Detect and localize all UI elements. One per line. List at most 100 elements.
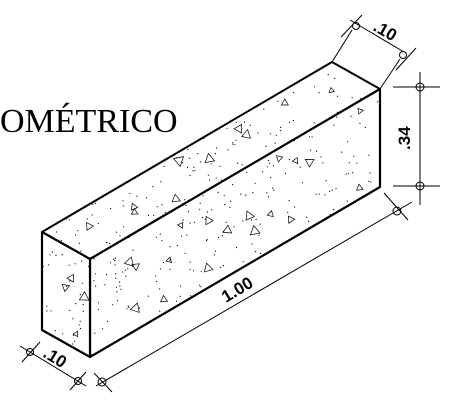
texture-dot <box>94 332 96 334</box>
texture-dot <box>159 288 161 290</box>
texture-dot <box>202 195 204 197</box>
texture-dot <box>89 306 91 308</box>
texture-dot <box>333 209 335 211</box>
texture-dot <box>152 186 154 188</box>
texture-dot <box>308 220 310 222</box>
texture-dot <box>115 286 118 288</box>
texture-dot <box>262 171 264 173</box>
texture-dot <box>318 193 320 195</box>
texture-aggregate <box>304 159 315 168</box>
texture-dot <box>97 302 99 304</box>
texture-dot <box>145 197 148 199</box>
texture-dot <box>250 219 252 221</box>
texture-dot <box>122 271 124 273</box>
texture-dot <box>114 257 116 259</box>
texture-dot <box>169 246 171 248</box>
texture-dot <box>279 147 281 150</box>
texture-dot <box>136 195 138 197</box>
texture-dot <box>199 161 202 163</box>
texture-aggregate <box>233 123 243 134</box>
texture-aggregate <box>240 129 252 139</box>
texture-aggregate <box>172 156 185 167</box>
texture-dot <box>360 97 362 100</box>
texture-dot <box>185 204 187 207</box>
texture-dot <box>230 200 232 202</box>
texture-dot <box>346 200 348 202</box>
texture-dot <box>187 166 189 169</box>
texture-dot <box>79 327 82 330</box>
texture-dot <box>73 334 75 336</box>
texture-dot <box>200 286 202 288</box>
texture-dot <box>60 239 62 242</box>
texture-dot <box>222 180 224 182</box>
texture-dot <box>122 205 124 207</box>
texture-dot <box>193 221 196 223</box>
texture-dot <box>359 122 361 124</box>
texture-dot <box>115 273 117 275</box>
texture-dot <box>318 92 320 94</box>
texture-dot <box>68 219 70 221</box>
texture-aggregate <box>131 263 140 272</box>
texture-dot <box>309 136 311 138</box>
texture-dot <box>114 242 117 245</box>
texture-dot <box>274 142 276 144</box>
texture-dot <box>107 320 109 322</box>
texture-dot <box>180 285 182 287</box>
texture-dot <box>203 137 205 139</box>
texture-dot <box>78 324 80 326</box>
texture-dot <box>119 235 121 237</box>
texture-dot <box>288 200 290 202</box>
texture-dot <box>95 285 97 287</box>
texture-dot <box>258 234 260 237</box>
texture-dot <box>127 305 129 307</box>
texture-aggregate <box>249 224 261 236</box>
texture-dot <box>137 230 140 232</box>
texture-dot <box>208 179 211 181</box>
texture-aggregate <box>203 262 214 273</box>
texture-dot <box>325 180 327 182</box>
texture-dot <box>315 193 317 195</box>
texture-aggregate <box>86 222 95 231</box>
texture-dot <box>254 182 256 184</box>
texture-dot <box>91 214 93 216</box>
concrete-texture <box>42 74 379 355</box>
texture-dot <box>127 268 129 270</box>
texture-dot <box>245 194 247 196</box>
texture-dot <box>242 261 244 263</box>
texture-aggregate <box>356 183 364 191</box>
texture-dot <box>125 275 127 277</box>
texture-dot <box>93 258 95 260</box>
texture-dot <box>255 218 257 221</box>
texture-dot <box>115 277 117 279</box>
texture-dot <box>116 300 119 302</box>
texture-dot <box>46 305 48 307</box>
texture-dot <box>348 162 350 164</box>
texture-dot <box>104 284 106 286</box>
texture-dot <box>251 243 253 245</box>
texture-dot <box>81 282 83 284</box>
texture-dot <box>213 254 215 256</box>
texture-dot <box>288 121 291 123</box>
texture-dot <box>292 92 295 94</box>
texture-dot <box>69 280 71 282</box>
texture-dot <box>69 309 71 312</box>
texture-dot <box>202 216 204 219</box>
texture-dot <box>116 291 118 293</box>
texture-dot <box>224 204 226 206</box>
texture-dot <box>169 268 171 270</box>
texture-dot <box>155 275 157 277</box>
texture-dot <box>50 310 52 312</box>
texture-dot <box>215 147 218 149</box>
texture-dot <box>324 194 326 196</box>
texture-dot <box>347 172 349 174</box>
texture-dot <box>138 307 140 309</box>
texture-dot <box>206 211 208 213</box>
texture-aggregate <box>266 210 274 218</box>
texture-aggregate <box>288 215 296 224</box>
texture-dot <box>163 165 165 167</box>
texture-dot <box>364 126 366 128</box>
texture-aggregate <box>171 193 181 203</box>
texture-dot <box>226 127 228 129</box>
texture-dot <box>370 181 372 183</box>
texture-aggregate <box>205 215 214 226</box>
